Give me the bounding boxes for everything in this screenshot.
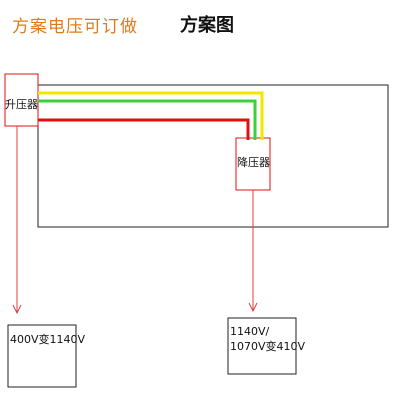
- right-note: 1140V/ 1070V变410V: [230, 324, 305, 354]
- right-note-line-2: 1070V变410V: [230, 340, 306, 353]
- left-arrow-head: [12, 304, 22, 315]
- right-note-box: [227, 317, 297, 375]
- green-wire: [38, 99, 257, 140]
- right-note-line-1: 1140V/: [230, 325, 270, 338]
- left-note-box: [7, 324, 77, 388]
- right-arrow-head: [248, 302, 258, 313]
- step-up-box: [4, 73, 39, 127]
- red-wire: [38, 118, 250, 140]
- left-note: 400V变1140V: [10, 332, 85, 347]
- outer-frame: [37, 84, 389, 228]
- step-down-label: 降压器: [237, 156, 270, 169]
- yellow-wire: [38, 91, 264, 140]
- left-note-line: 400V变1140V: [10, 333, 86, 346]
- subtitle: 方案电压可订做: [12, 17, 138, 37]
- step-down-box: [235, 137, 271, 191]
- page-title: 方案图: [180, 15, 234, 36]
- step-up-label: 升压器: [5, 98, 38, 111]
